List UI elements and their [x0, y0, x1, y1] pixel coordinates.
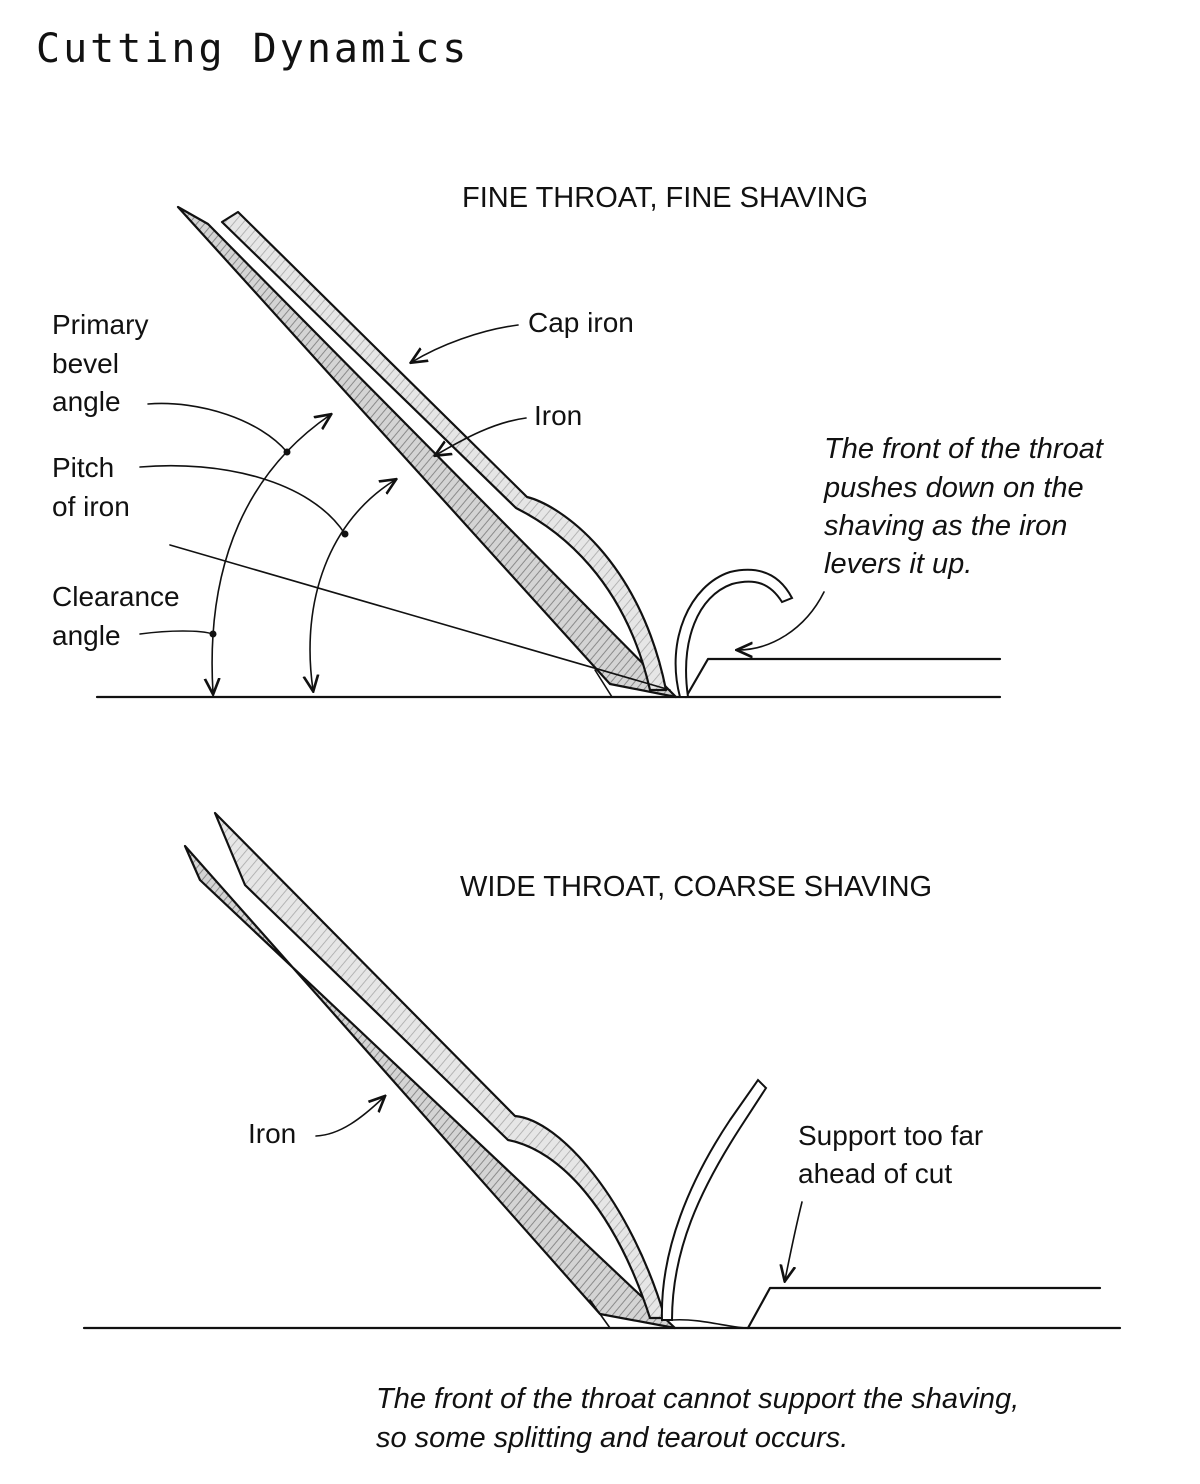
tearout: [671, 1318, 749, 1329]
fine-throat-diagram: FINE THROAT, FINE SHAVING Primary bevel …: [52, 182, 1105, 699]
note-top-1: The front of the throat: [824, 433, 1105, 465]
cap-iron: [220, 210, 668, 692]
dot-primary-bevel: [283, 448, 291, 456]
leader-iron-bottom: [315, 1097, 384, 1137]
dot-pitch: [341, 530, 349, 538]
label-iron-top: Iron: [534, 400, 582, 431]
leader-clearance: [139, 630, 214, 635]
label-clearance: Clearance: [52, 581, 180, 612]
note-top-4: levers it up.: [824, 548, 972, 580]
pitch-arc: [310, 480, 395, 690]
dot-clearance: [209, 630, 217, 638]
fine-shaving: [674, 568, 794, 698]
label-primary: Primary: [52, 309, 148, 340]
label-bevel: bevel: [52, 348, 119, 379]
label-clearance-angle: angle: [52, 620, 121, 651]
primary-bevel-arc: [212, 415, 330, 693]
bevel-edge-bottom: [589, 1299, 611, 1329]
note-top-2: pushes down on the: [823, 472, 1084, 504]
throat-front-bottom: [746, 1286, 1102, 1330]
leader-support: [785, 1201, 803, 1280]
label-angle: angle: [52, 386, 121, 417]
leader-pitch: [139, 464, 346, 535]
throat-front: [684, 657, 1002, 699]
leader-throat-note: [738, 591, 825, 650]
bevel-edge: [594, 669, 613, 698]
label-cap-iron: Cap iron: [528, 307, 634, 338]
iron-blade-bottom: [183, 844, 677, 1330]
coarse-shaving: [660, 1078, 768, 1321]
wide-throat-heading: WIDE THROAT, COARSE SHAVING: [460, 871, 932, 903]
note-top-3: shaving as the iron: [824, 510, 1067, 542]
leader-cap-iron: [412, 324, 519, 362]
note-bottom-1: The front of the throat cannot support t…: [376, 1383, 1019, 1415]
leader-primary-bevel: [147, 402, 288, 453]
label-support-2: ahead of cut: [798, 1158, 952, 1189]
leader-iron-top: [436, 417, 527, 455]
iron-blade: [176, 205, 678, 699]
cap-iron-bottom: [213, 811, 667, 1320]
label-iron-bottom: Iron: [248, 1118, 296, 1149]
note-bottom-2: so some splitting and tearout occurs.: [376, 1422, 848, 1454]
fine-throat-heading: FINE THROAT, FINE SHAVING: [462, 182, 868, 214]
label-support-1: Support too far: [798, 1120, 983, 1151]
wide-throat-diagram: WIDE THROAT, COARSE SHAVING Iron Support…: [82, 811, 1122, 1454]
label-of-iron: of iron: [52, 491, 130, 522]
page-title: Cutting Dynamics: [36, 26, 469, 72]
label-pitch: Pitch: [52, 452, 114, 483]
